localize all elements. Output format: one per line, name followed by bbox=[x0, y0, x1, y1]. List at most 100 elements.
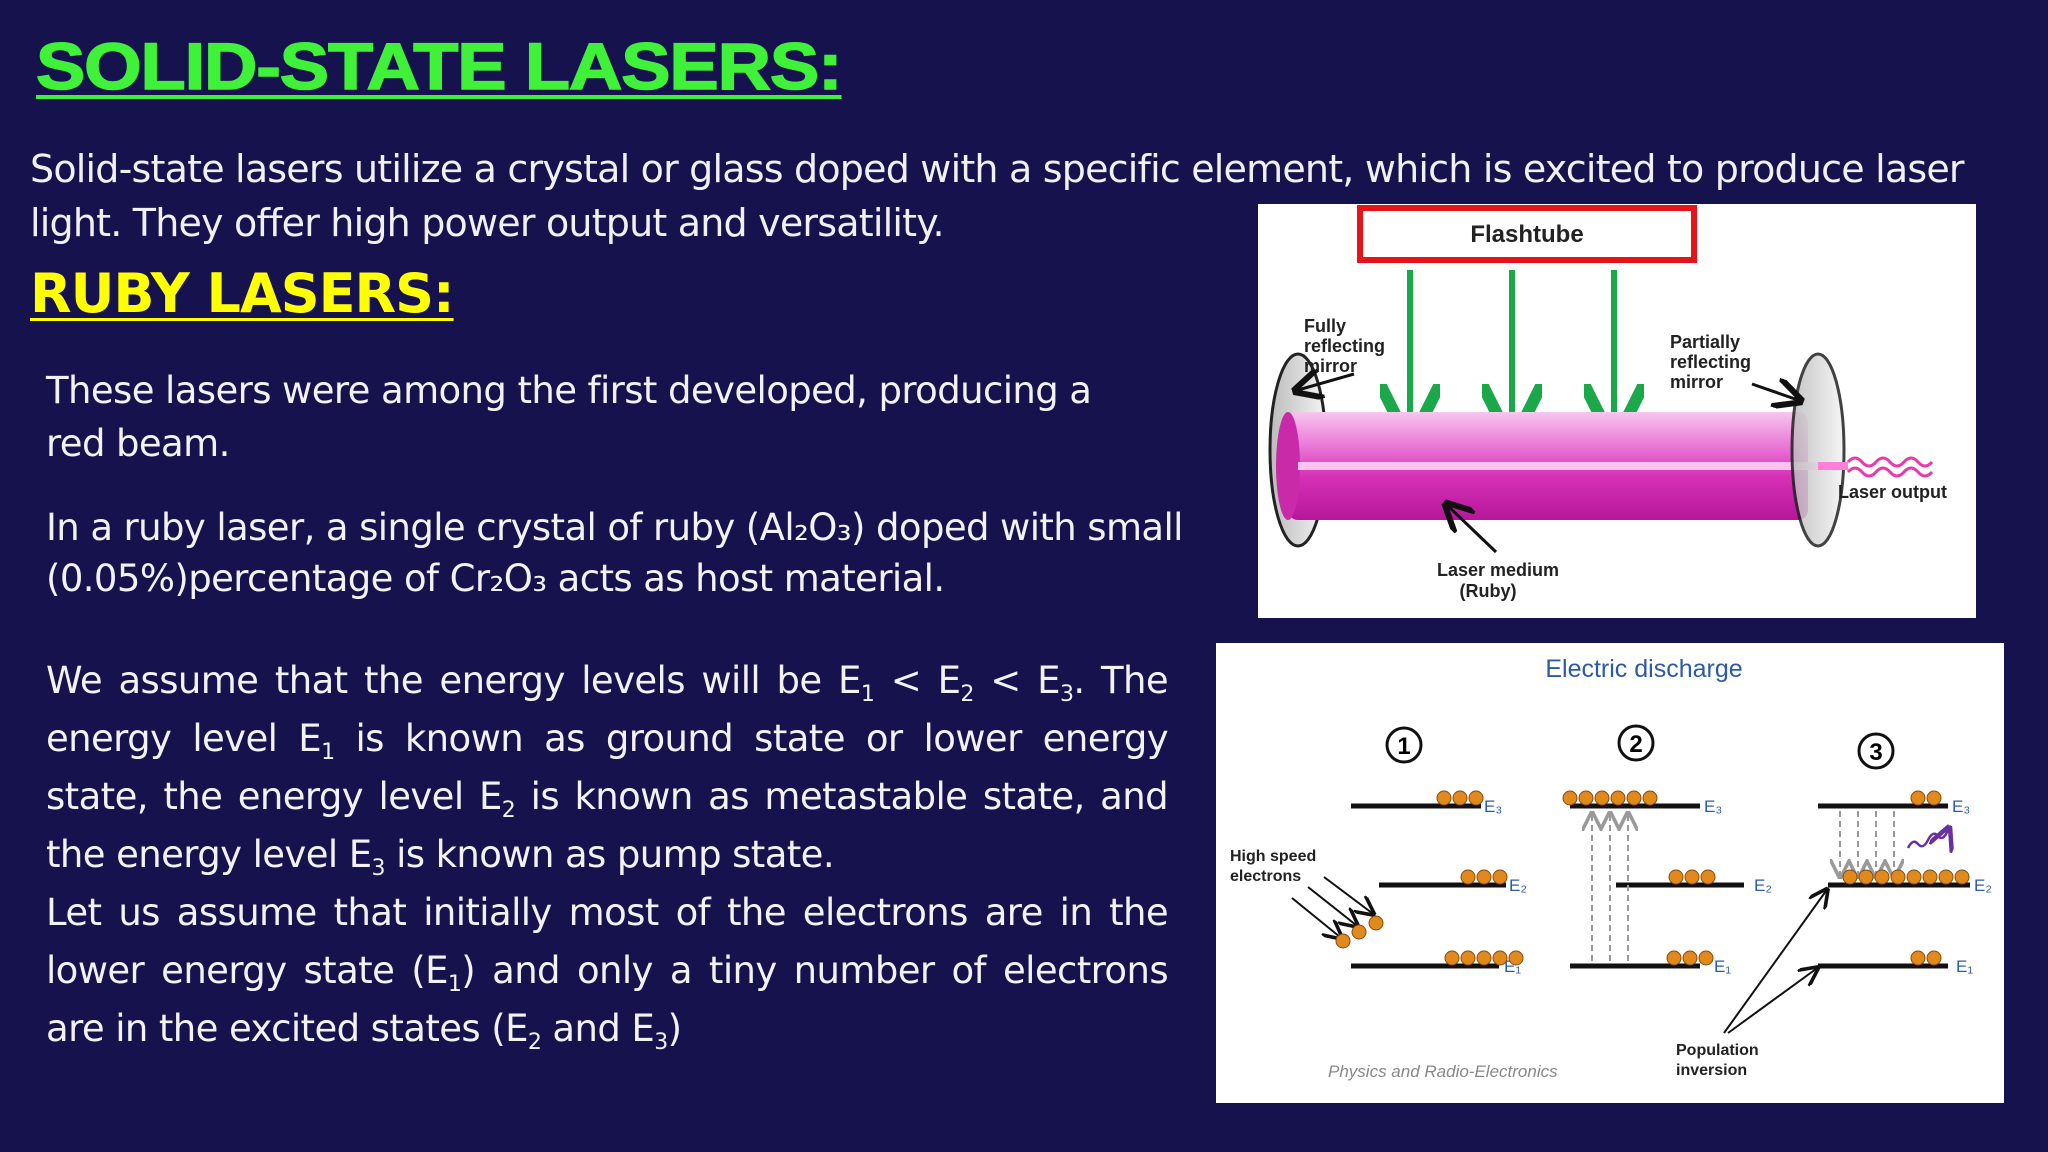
electron bbox=[1890, 869, 1906, 885]
subscript: 3 bbox=[1059, 682, 1074, 707]
pointer-arrow bbox=[1448, 506, 1498, 554]
electron bbox=[1626, 790, 1642, 806]
electron bbox=[1698, 950, 1714, 966]
ruby-paragraph-2: In a ruby laser, a single crystal of rub… bbox=[46, 502, 1196, 604]
electron bbox=[1468, 790, 1484, 806]
electron bbox=[1700, 869, 1716, 885]
electron bbox=[1368, 915, 1384, 931]
electron bbox=[1351, 924, 1367, 940]
svg-text:1: 1 bbox=[1397, 733, 1410, 760]
fully-reflecting-label: Fully bbox=[1304, 316, 1346, 336]
electron bbox=[1578, 790, 1594, 806]
electron bbox=[1476, 950, 1492, 966]
high-speed-label: electrons bbox=[1230, 868, 1301, 885]
section-heading: RUBY LASERS: bbox=[30, 262, 455, 325]
electron bbox=[1460, 950, 1476, 966]
electron bbox=[1938, 869, 1954, 885]
level-label-e1: E₁ bbox=[1714, 957, 1731, 976]
fully-reflecting-label: reflecting bbox=[1304, 336, 1385, 356]
high-speed-label: High speed bbox=[1230, 848, 1316, 865]
text-run: is known as pump state. bbox=[384, 833, 835, 876]
subscript: 2 bbox=[527, 1030, 542, 1055]
subscript: 1 bbox=[447, 972, 462, 997]
electron bbox=[1335, 933, 1351, 949]
electron bbox=[1594, 790, 1610, 806]
population-inversion-label: Population bbox=[1676, 1042, 1759, 1059]
ruby-laser-diagram: Flashtube Fully reflecting mirror Partia… bbox=[1258, 204, 1976, 618]
electron bbox=[1476, 869, 1492, 885]
electron bbox=[1954, 869, 1970, 885]
text-run: . The energy level E bbox=[46, 659, 1169, 760]
electron-group bbox=[1436, 790, 1970, 966]
electron bbox=[1668, 869, 1684, 885]
electron bbox=[1562, 790, 1578, 806]
electron bbox=[1874, 869, 1890, 885]
step-1-marker: 1 bbox=[1385, 726, 1423, 764]
electron bbox=[1906, 869, 1922, 885]
step-3-marker: 3 bbox=[1857, 732, 1895, 770]
subscript: 1 bbox=[321, 740, 335, 765]
fully-reflecting-label: mirror bbox=[1304, 356, 1357, 376]
electron bbox=[1926, 790, 1942, 806]
level-label-e3: E₃ bbox=[1704, 797, 1722, 816]
partially-reflecting-label: reflecting bbox=[1670, 352, 1751, 372]
rod-end bbox=[1276, 412, 1300, 520]
laser-output-wave bbox=[1846, 456, 1934, 468]
pointer-arrow bbox=[1298, 374, 1355, 390]
pointer-arrow bbox=[1751, 384, 1798, 400]
subscript: 1 bbox=[860, 682, 875, 707]
electron bbox=[1508, 950, 1524, 966]
electron bbox=[1452, 790, 1468, 806]
electron bbox=[1910, 950, 1926, 966]
population-inversion-label: inversion bbox=[1676, 1062, 1747, 1079]
electron bbox=[1436, 790, 1452, 806]
laser-medium-label: Laser medium bbox=[1437, 560, 1559, 580]
text-run: < E bbox=[973, 659, 1060, 702]
electron bbox=[1444, 950, 1460, 966]
laser-medium-label: (Ruby) bbox=[1460, 581, 1517, 601]
electron bbox=[1858, 869, 1874, 885]
level-label-e3: E₃ bbox=[1484, 797, 1502, 816]
electron-path-arrow bbox=[1323, 876, 1372, 913]
electron bbox=[1666, 950, 1682, 966]
photon-wave bbox=[1906, 830, 1948, 848]
electron-path-arrow bbox=[1307, 886, 1356, 925]
energy-levels-diagram: Electric discharge 1 2 3 E₃ E₂ E₁ E₃ E bbox=[1216, 643, 2004, 1103]
energy-levels-paragraph: We assume that the energy levels will be… bbox=[46, 652, 1169, 1058]
population-arrow bbox=[1727, 969, 1816, 1034]
ruby-paragraph-2-line-1: In a ruby laser, a single crystal of rub… bbox=[46, 506, 1183, 549]
text-run: is known as ground state or lower energy… bbox=[46, 717, 1169, 818]
electron-path-arrow bbox=[1291, 897, 1340, 937]
level-label-e1: E₁ bbox=[1956, 957, 1973, 976]
subscript: 3 bbox=[371, 856, 386, 881]
energy-levels-svg: Electric discharge 1 2 3 E₃ E₂ E₁ E₃ E bbox=[1230, 655, 1992, 1081]
partially-reflecting-label: Partially bbox=[1670, 332, 1740, 352]
subscript: 2 bbox=[960, 682, 974, 707]
partially-reflecting-mirror bbox=[1790, 352, 1846, 548]
electron bbox=[1610, 790, 1626, 806]
text-run: Let us assume that initially most of the… bbox=[46, 891, 1169, 992]
text-run: We assume that the energy levels will be… bbox=[46, 659, 861, 702]
level-label-e2: E₂ bbox=[1974, 876, 1992, 895]
electron bbox=[1922, 869, 1938, 885]
text-run: ) and only a tiny number of electrons ar… bbox=[46, 949, 1169, 1050]
laser-output-wave bbox=[1846, 466, 1934, 478]
svg-text:2: 2 bbox=[1629, 731, 1642, 758]
page-title: SOLID-STATE LASERS: bbox=[35, 28, 843, 104]
subscript: 3 bbox=[654, 1030, 668, 1055]
population-arrow bbox=[1723, 891, 1826, 1034]
text-run: ) bbox=[667, 1007, 682, 1050]
subscript: 2 bbox=[501, 798, 516, 823]
flashtube-label: Flashtube bbox=[1470, 221, 1583, 248]
flashtube-box bbox=[1357, 205, 1697, 263]
step-2-marker: 2 bbox=[1617, 724, 1655, 762]
ruby-paragraph-1: These lasers were among the first develo… bbox=[46, 369, 1092, 465]
partially-reflecting-label: mirror bbox=[1670, 372, 1723, 392]
level-label-e2: E₂ bbox=[1509, 876, 1527, 895]
text-run: is known as metastable state, and the en… bbox=[46, 775, 1169, 876]
electron bbox=[1842, 869, 1858, 885]
text-run: < E bbox=[874, 659, 961, 702]
level-label-e3: E₃ bbox=[1952, 797, 1970, 816]
electron bbox=[1460, 869, 1476, 885]
electric-discharge-label: Electric discharge bbox=[1545, 655, 1742, 683]
